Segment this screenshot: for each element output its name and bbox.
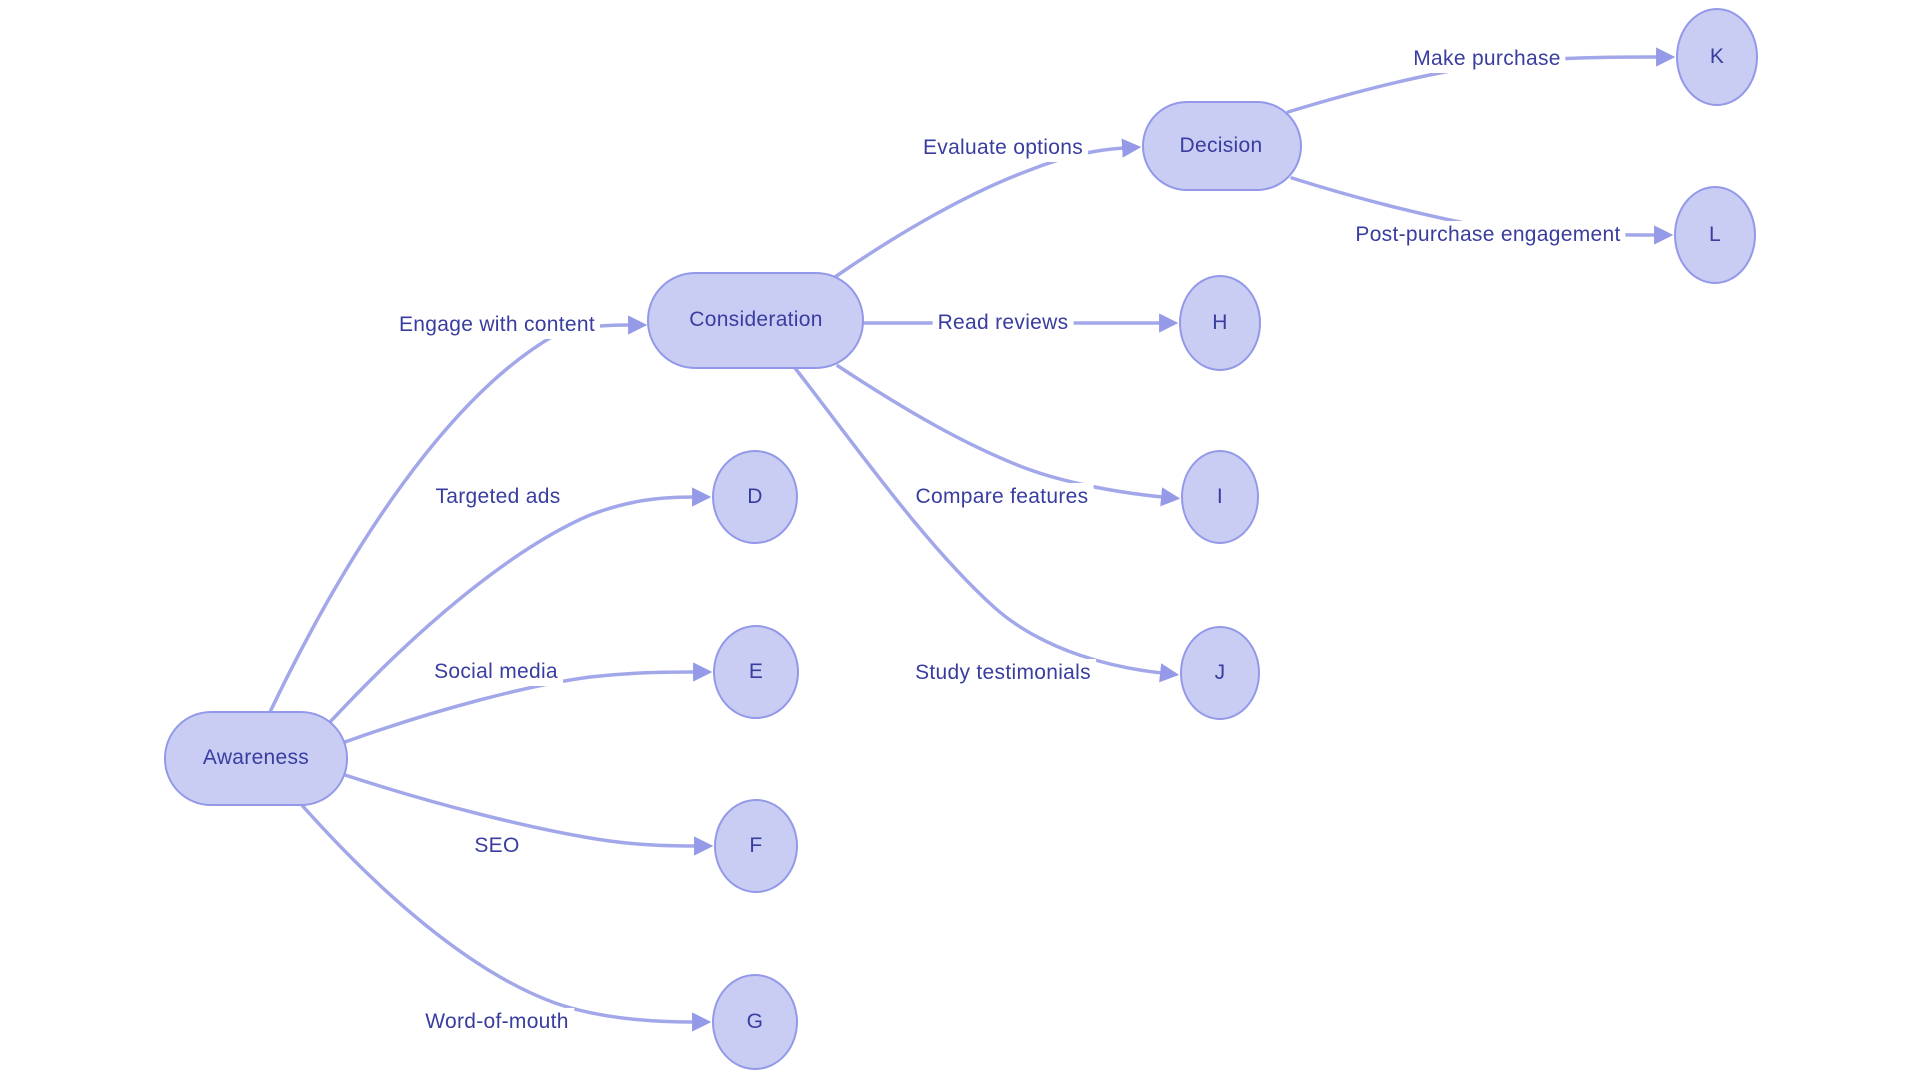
node-label-k: K xyxy=(1709,45,1725,68)
node-label-h: H xyxy=(1212,311,1228,334)
node-consideration-shape xyxy=(647,272,864,369)
node-label-j: J xyxy=(1214,661,1226,684)
node-label-f: F xyxy=(749,834,763,857)
edge-label-social-media: Social media xyxy=(429,658,563,686)
edge-consideration-j xyxy=(793,366,1180,683)
node-j-shape xyxy=(1180,626,1260,720)
node-l-shape xyxy=(1674,186,1756,284)
edge-label-read-reviews: Read reviews xyxy=(932,309,1074,337)
edge-label-post-purchase-engagement: Post-purchase engagement xyxy=(1350,221,1626,249)
node-awareness-shape xyxy=(164,711,348,806)
edge-consideration-decision xyxy=(833,138,1142,279)
node-label-g: G xyxy=(746,1010,764,1033)
node-d-shape xyxy=(712,450,798,544)
node-label-i: I xyxy=(1216,485,1224,508)
edge-label-seo: SEO xyxy=(469,832,525,860)
node-label-awareness: Awareness xyxy=(202,746,310,769)
edge-awareness-d xyxy=(328,487,712,724)
edge-label-word-of-mouth: Word-of-mouth xyxy=(420,1008,574,1036)
node-label-l: L xyxy=(1709,223,1721,246)
edge-label-evaluate-options: Evaluate options xyxy=(917,134,1089,162)
edge-awareness-f xyxy=(343,773,714,856)
edge-awareness-g xyxy=(298,801,712,1032)
edge-label-targeted-ads: Targeted ads xyxy=(430,483,566,511)
node-k-shape xyxy=(1676,8,1758,106)
node-g-shape xyxy=(712,974,798,1070)
node-label-e: E xyxy=(748,660,764,683)
node-decision-shape xyxy=(1142,101,1302,191)
edge-label-make-purchase: Make purchase xyxy=(1408,45,1566,73)
edge-label-study-testimonials: Study testimonials xyxy=(910,659,1096,687)
edge-label-engage-with-content: Engage with content xyxy=(393,311,601,339)
node-i-shape xyxy=(1181,450,1259,544)
node-f-shape xyxy=(714,799,798,893)
node-label-d: D xyxy=(747,485,763,508)
edge-label-compare-features: Compare features xyxy=(910,483,1094,511)
node-h-shape xyxy=(1179,275,1261,371)
edge-awareness-e xyxy=(343,662,713,744)
node-label-decision: Decision xyxy=(1179,134,1263,157)
edge-awareness-consideration xyxy=(268,315,648,714)
node-e-shape xyxy=(713,625,799,719)
edge-consideration-i xyxy=(836,364,1181,507)
node-label-consideration: Consideration xyxy=(689,308,823,331)
